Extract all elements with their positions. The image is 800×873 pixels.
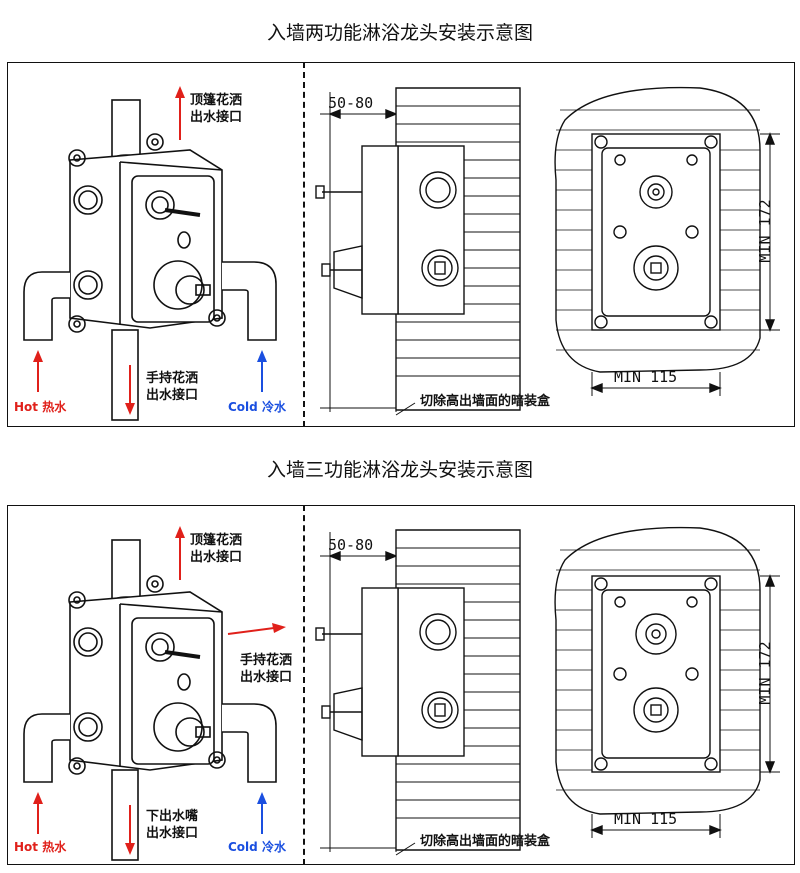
min-width-label-1: MIN 115 bbox=[614, 368, 678, 386]
top-shower-outlet-label-2: 顶篷花洒出水接口 bbox=[190, 533, 243, 565]
diagram-2-title: 入墙三功能淋浴龙头安装示意图 bbox=[266, 459, 533, 481]
hot-inlet-arrow-2 bbox=[33, 792, 43, 804]
diagram-2-frame bbox=[7, 505, 795, 865]
diagram-1-title: 入墙两功能淋浴龙头安装示意图 bbox=[266, 22, 533, 44]
hot-water-label-1: Hot 热水 bbox=[14, 400, 67, 414]
handheld-outlet-arrow-2 bbox=[272, 623, 286, 633]
valve-box-illustration-2 bbox=[23, 539, 277, 861]
depth-range-label-2: 50-80 bbox=[328, 536, 374, 554]
min-height-label-2: MIN 172 bbox=[756, 641, 774, 705]
handheld-outlet-label-1: 手持花洒出水接口 bbox=[146, 371, 199, 403]
cold-inlet-arrow bbox=[257, 350, 267, 362]
cold-inlet-arrow-2 bbox=[257, 792, 267, 804]
hot-water-label-2: Hot 热水 bbox=[14, 840, 67, 854]
bottom-outlet-arrow-2 bbox=[125, 843, 135, 855]
outlet-arrows-1 bbox=[33, 86, 267, 415]
outlet-arrows-2 bbox=[33, 526, 286, 855]
hot-inlet-arrow bbox=[33, 350, 43, 362]
cut-note-label-2: 切除高出墙面的暗装盒 bbox=[420, 834, 551, 849]
front-view-2 bbox=[554, 526, 780, 838]
diagram-2-divider bbox=[303, 505, 305, 865]
diagram-1-frame bbox=[7, 62, 795, 427]
side-section-2 bbox=[315, 529, 521, 852]
bottom-spout-outlet-label-2: 下出水嘴出水接口 bbox=[146, 809, 199, 841]
diagram-1-divider bbox=[303, 62, 305, 427]
cut-note-leader-1 bbox=[395, 402, 416, 416]
top-outlet-arrow bbox=[175, 86, 185, 98]
side-section-1 bbox=[315, 87, 521, 412]
cold-water-label-2: Cold 冷水 bbox=[228, 840, 286, 854]
handheld-outlet-label-2: 手持花洒出水接口 bbox=[240, 653, 293, 685]
handheld-outlet-arrow bbox=[125, 403, 135, 415]
front-view-1 bbox=[554, 86, 780, 396]
top-shower-outlet-label-1: 顶篷花洒出水接口 bbox=[190, 93, 243, 125]
cold-water-label-1: Cold 冷水 bbox=[228, 400, 286, 414]
cut-note-leader-2 bbox=[395, 842, 416, 856]
min-width-label-2: MIN 115 bbox=[614, 810, 678, 828]
cut-note-label-1: 切除高出墙面的暗装盒 bbox=[420, 394, 551, 409]
top-outlet-arrow-2 bbox=[175, 526, 185, 538]
depth-range-label-1: 50-80 bbox=[328, 94, 374, 112]
